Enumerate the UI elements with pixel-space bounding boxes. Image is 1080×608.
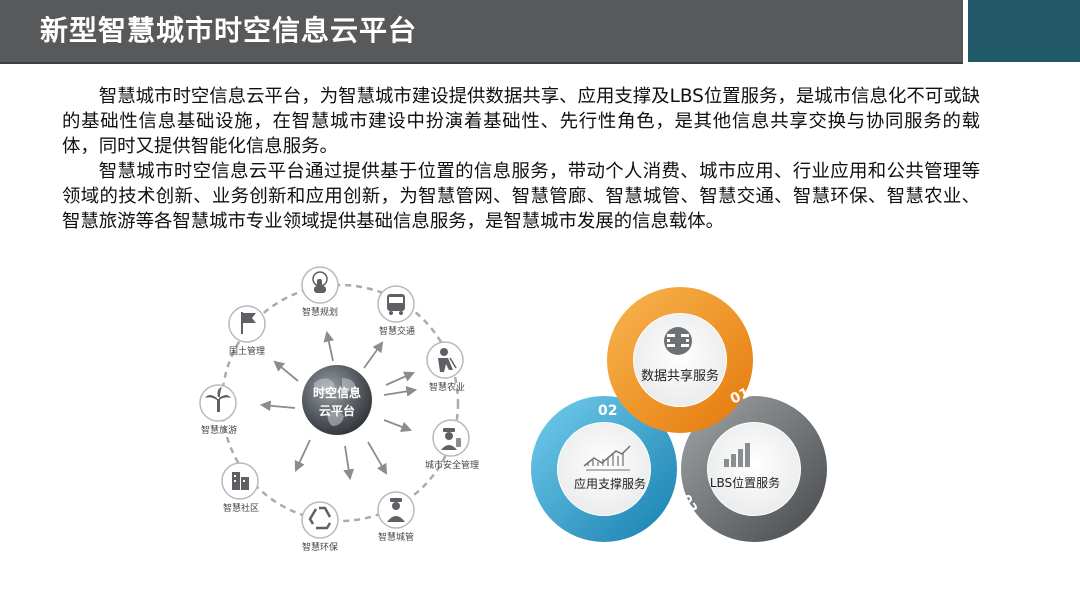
node-land-management: 国土管理 bbox=[228, 305, 266, 357]
arrow-bottom-right bbox=[367, 441, 388, 475]
node-label: 智慧旅游 bbox=[201, 424, 237, 436]
title-bar: 新型智慧城市时空信息云平台 bbox=[0, 0, 963, 64]
node-label: 智慧社区 bbox=[223, 502, 259, 514]
arrow-bottom-left bbox=[294, 439, 311, 472]
arrow-up-right bbox=[363, 341, 384, 369]
label-app-support: 应用支撑服务 bbox=[574, 476, 646, 491]
disc-app-support bbox=[558, 423, 650, 515]
spoke-arrows bbox=[259, 330, 418, 481]
node-city-safety: 城市安全管理 bbox=[425, 419, 479, 471]
paragraph-2: 智慧城市时空信息云平台通过提供基于位置的信息服务，带动个人消费、城市应用、行业应… bbox=[62, 161, 980, 232]
label-lbs: LBS位置服务 bbox=[710, 475, 780, 490]
title-bar-accent bbox=[968, 0, 1080, 62]
disc-data-sharing bbox=[634, 314, 726, 406]
node-smart-traffic: 智慧交通 bbox=[377, 285, 415, 337]
node-label: 智慧农业 bbox=[429, 381, 465, 393]
bar-chart-icon bbox=[724, 443, 750, 467]
node-label: 智慧交通 bbox=[379, 325, 415, 337]
node-smart-planning: 智慧规划 bbox=[301, 266, 339, 318]
ring-lbs bbox=[681, 396, 827, 542]
node-label: 智慧环保 bbox=[302, 541, 338, 553]
node-label: 智慧城管 bbox=[378, 531, 414, 543]
bus-icon bbox=[387, 294, 405, 315]
arrow-right bbox=[383, 386, 418, 397]
building-icon bbox=[232, 472, 249, 490]
farmer-icon bbox=[438, 348, 457, 372]
arrow-down bbox=[343, 445, 355, 481]
disc-lbs bbox=[708, 423, 800, 515]
node-label: 国土管理 bbox=[229, 345, 265, 357]
arrow-right-bottom bbox=[383, 419, 413, 432]
arrow-right-top bbox=[385, 371, 415, 386]
recycle-icon bbox=[308, 506, 332, 530]
node-smart-tourism: 智慧旅游 bbox=[199, 384, 237, 436]
node-smart-environment: 智慧环保 bbox=[301, 501, 339, 553]
label-data-sharing: 数据共享服务 bbox=[641, 368, 719, 384]
server-icon bbox=[664, 327, 692, 355]
flag-icon bbox=[241, 312, 256, 334]
right-diagram: 数据共享服务 应用支撑服务 LBS位置服务 01 02 03 bbox=[531, 287, 827, 542]
center-globe: 时空信息 云平台 bbox=[302, 365, 372, 435]
arrow-up bbox=[323, 330, 335, 362]
number-01: 01 bbox=[728, 385, 752, 408]
title-bar-gap bbox=[963, 0, 968, 62]
chart-trend-icon bbox=[583, 445, 631, 471]
node-label: 智慧规划 bbox=[302, 306, 338, 318]
number-02: 02 bbox=[598, 403, 617, 419]
touch-icon bbox=[312, 271, 328, 293]
police-icon bbox=[441, 428, 461, 450]
node-label: 城市安全管理 bbox=[425, 459, 479, 471]
node-smart-agriculture: 智慧农业 bbox=[426, 341, 465, 393]
left-diagram: 时空信息 云平台 智慧规划 智慧交通 智慧农业 bbox=[199, 266, 479, 553]
arrow-left bbox=[259, 400, 296, 412]
ring-data-sharing bbox=[607, 287, 753, 433]
center-label-line2: 云平台 bbox=[319, 403, 355, 418]
officer-icon bbox=[387, 498, 405, 522]
palm-tree-icon bbox=[205, 387, 231, 412]
ring-app-support bbox=[531, 396, 677, 542]
center-label-line1: 时空信息 bbox=[313, 385, 361, 400]
node-smart-community: 智慧社区 bbox=[221, 462, 259, 514]
outer-dashed-ring bbox=[220, 283, 460, 523]
page-title: 新型智慧城市时空信息云平台 bbox=[40, 14, 418, 47]
paragraph-1: 智慧城市时空信息云平台，为智慧城市建设提供数据共享、应用支撑及LBS位置服务，是… bbox=[62, 86, 980, 157]
body-text: 智慧城市时空信息云平台，为智慧城市建设提供数据共享、应用支撑及LBS位置服务，是… bbox=[62, 84, 980, 234]
node-smart-city-management: 智慧城管 bbox=[377, 491, 415, 543]
arrow-left-top bbox=[273, 360, 299, 382]
